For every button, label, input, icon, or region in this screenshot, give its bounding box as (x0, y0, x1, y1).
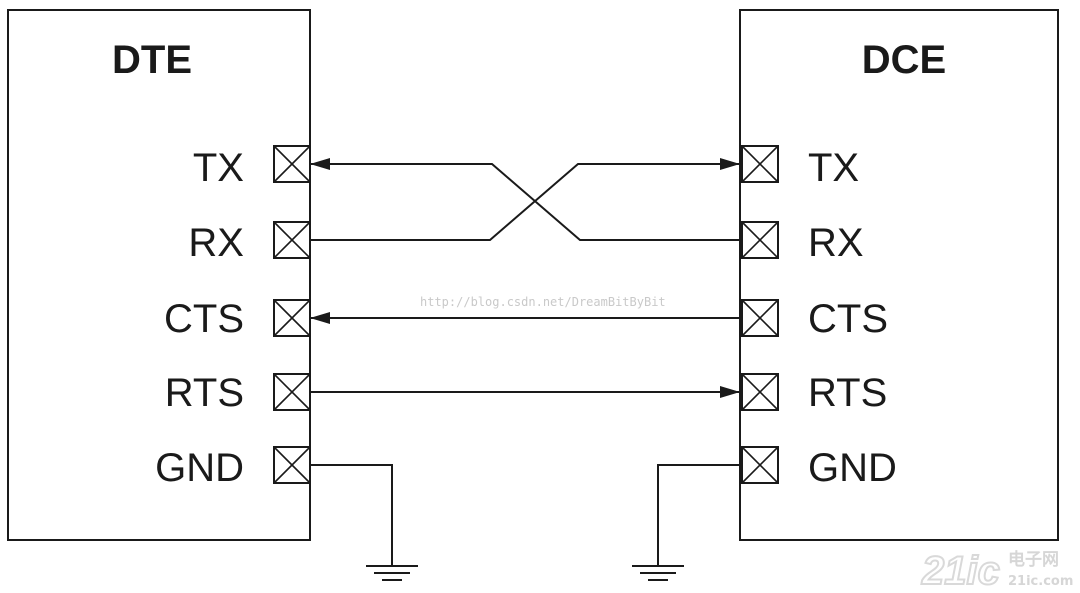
dte-pin-rx-connector-icon (273, 221, 311, 259)
wire-dte-gnd (310, 464, 393, 565)
dce-pin-label-rx: RX (808, 221, 864, 265)
dte-pin-label-tx: TX (193, 146, 244, 190)
dte-pin-rts-connector-icon (273, 373, 311, 411)
dce-pin-rts-connector-icon (741, 373, 779, 411)
dte-pin-label-gnd: GND (155, 446, 244, 490)
dte-pin-cts-connector-icon (273, 299, 311, 337)
dce-pin-label-tx: TX (808, 146, 859, 190)
dte-pin-label-rx: RX (188, 221, 244, 265)
dce-title: DCE (862, 38, 946, 82)
dte-title: DTE (112, 38, 192, 82)
dce-pin-tx-connector-icon (741, 145, 779, 183)
dce-pin-gnd-connector-icon (741, 446, 779, 484)
dce-ground-icon (632, 565, 684, 581)
logo-number: 21ic (921, 549, 1000, 593)
site-logo: 21ic 电子网 21ic.com (920, 548, 1073, 593)
wire-dce-gnd (657, 464, 740, 565)
logo-text-bottom: 21ic.com (1008, 574, 1073, 589)
logo-text-top: 电子网 (1008, 549, 1059, 570)
dte-pin-gnd-connector-icon (273, 446, 311, 484)
watermark-url: http://blog.csdn.net/DreamBitByBit (420, 295, 666, 309)
dte-pin-label-cts: CTS (164, 297, 244, 341)
dte-ground-icon (366, 565, 418, 581)
dce-pin-rx-connector-icon (741, 221, 779, 259)
dce-box (739, 9, 1059, 541)
dte-pin-tx-connector-icon (273, 145, 311, 183)
dte-pin-label-rts: RTS (165, 371, 244, 415)
dte-box (7, 9, 311, 541)
dce-pin-label-cts: CTS (808, 297, 888, 341)
dce-pin-label-gnd: GND (808, 446, 897, 490)
dce-pin-label-rts: RTS (808, 371, 887, 415)
wire-dce-rx-to-dte-tx (310, 158, 740, 241)
wire-dte-rx-to-dce-tx (310, 158, 740, 241)
dce-pin-cts-connector-icon (741, 299, 779, 337)
